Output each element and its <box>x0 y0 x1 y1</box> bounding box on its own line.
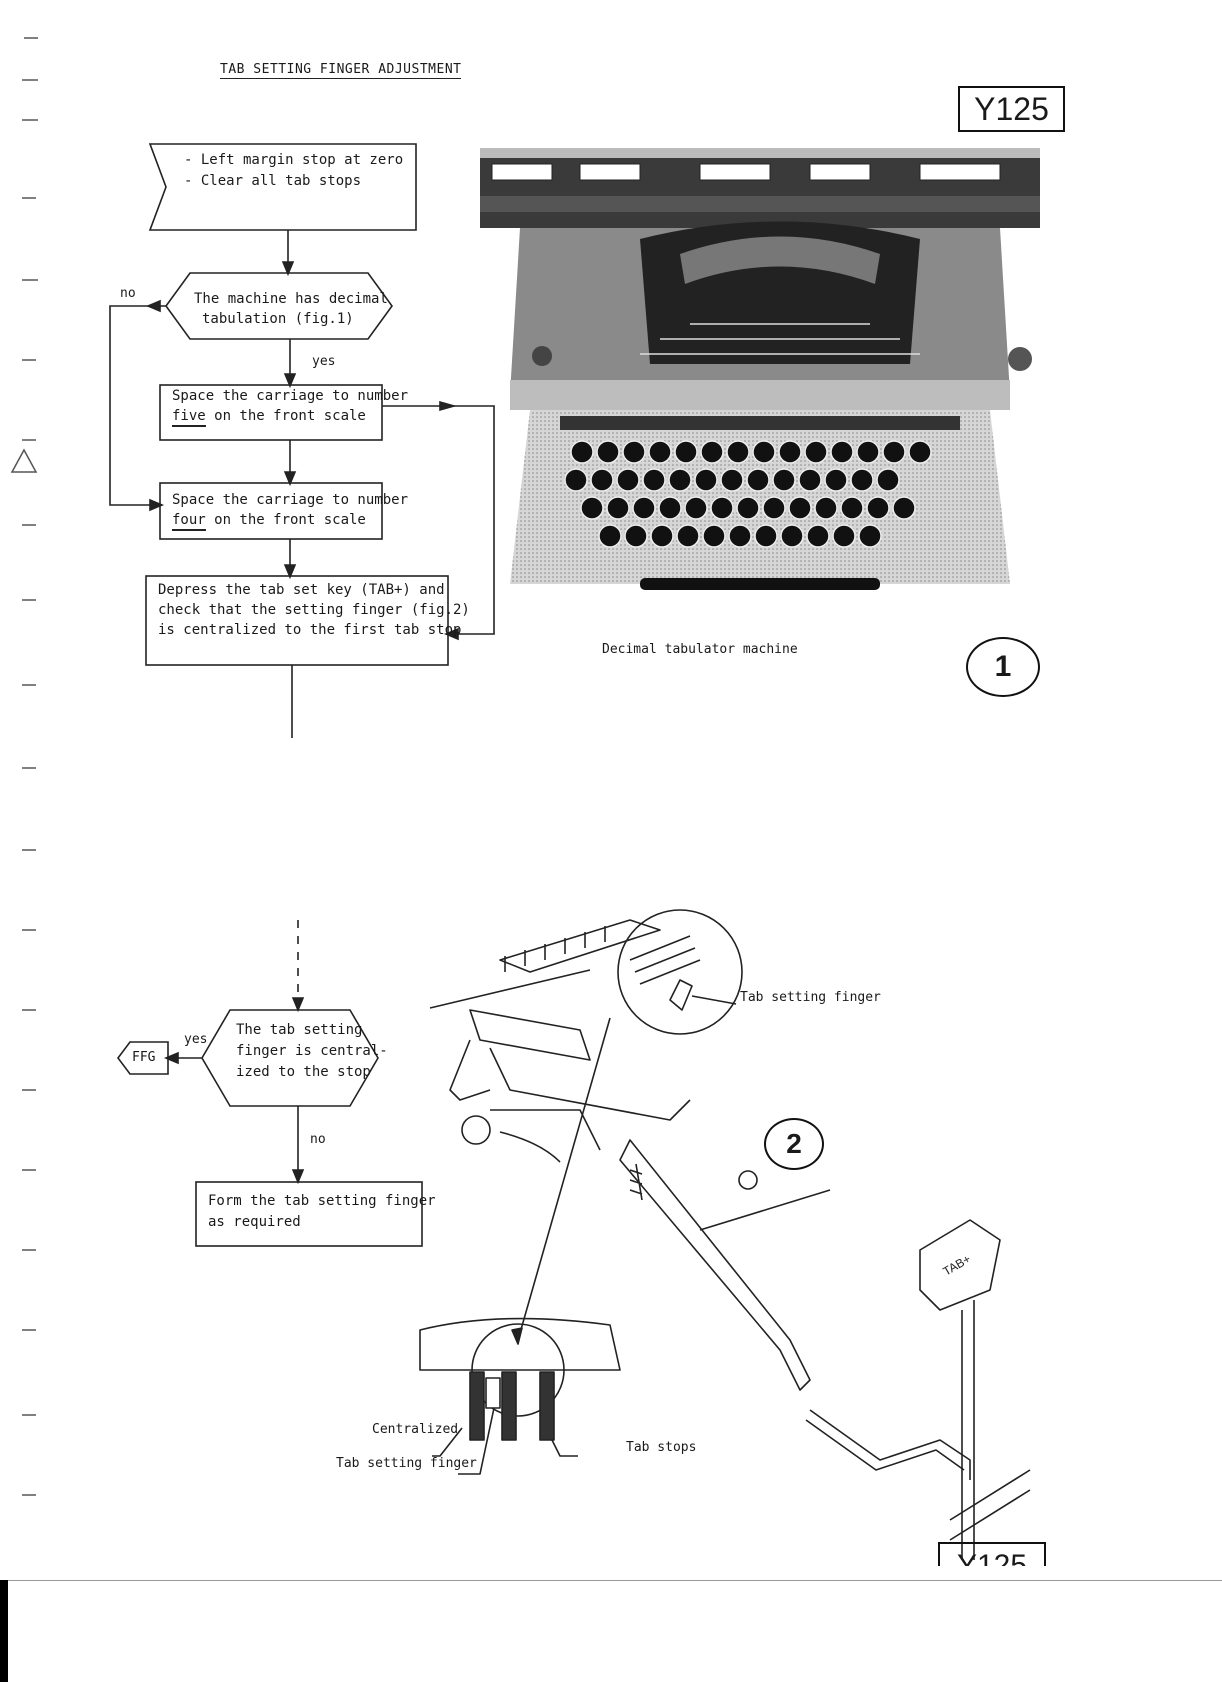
decision-2-no-label: no <box>310 1132 326 1147</box>
scan-edge-bar <box>0 1580 8 1682</box>
five-underline <box>172 425 206 427</box>
start-shape <box>148 143 417 231</box>
depress-line-2: check that the setting finger (fig.2) <box>158 602 470 618</box>
decision-2-line-1: The tab setting <box>236 1022 363 1038</box>
decision-2-line-2: finger is central- <box>236 1043 388 1059</box>
start-line-2: - Clear all tab stops <box>184 173 362 189</box>
ffg-label: FFG <box>132 1050 156 1065</box>
label-tab-finger-bottom: Tab setting finger <box>336 1456 477 1471</box>
decision-2-yes-label: yes <box>184 1032 208 1047</box>
ffg-shape <box>117 1041 169 1075</box>
form-line-1: Form the tab setting finger <box>208 1193 436 1209</box>
start-line-1: - Left margin stop at zero <box>184 152 404 168</box>
step-five-box <box>159 384 383 441</box>
decision-yes-label: yes <box>312 354 336 369</box>
form-line-2: as required <box>208 1214 301 1230</box>
figure-1-number: 1 <box>966 637 1040 697</box>
tab-key-label: TAB+ <box>941 1252 974 1279</box>
typewriter-photo <box>480 148 1040 590</box>
decision-no-label: no <box>120 286 136 301</box>
document-code-top: Y125 <box>958 86 1065 132</box>
four-underline <box>172 529 206 531</box>
label-tab-finger-top: Tab setting finger <box>740 990 881 1005</box>
document-code-bottom: Y125 <box>938 1542 1046 1566</box>
depress-line-1: Depress the tab set key (TAB+) and <box>158 582 445 598</box>
margin-punch-marks <box>10 37 38 1496</box>
depress-line-3: is centralized to the first tab stop <box>158 622 462 638</box>
figure-1-caption: Decimal tabulator machine <box>602 642 798 657</box>
decision-line-1: The machine has decimal <box>194 291 388 307</box>
step-four-line-1: Space the carriage to number <box>172 492 409 508</box>
scan-bottom-margin <box>0 1580 1222 1683</box>
figure-2-number: 2 <box>764 1118 824 1170</box>
label-centralized: Centralized <box>372 1422 459 1437</box>
tab-mechanism-drawing: TAB+ <box>419 909 1031 1560</box>
step-four-line-2: four on the front scale <box>172 512 366 528</box>
flowchart-2-diagram <box>117 920 423 1247</box>
step-four-box <box>159 482 383 540</box>
step-five-line-1: Space the carriage to number <box>172 388 409 404</box>
form-box <box>195 1181 423 1247</box>
flowchart-1-diagram <box>109 143 495 738</box>
label-tab-stops: Tab stops <box>626 1440 697 1455</box>
step-depress-box <box>145 575 449 666</box>
step-five-line-2: five on the front scale <box>172 408 366 424</box>
decision-line-2: tabulation (fig.1) <box>202 311 354 327</box>
decision-2-line-3: ized to the stop <box>236 1064 371 1080</box>
page-title: TAB SETTING FINGER ADJUSTMENT <box>220 62 462 79</box>
